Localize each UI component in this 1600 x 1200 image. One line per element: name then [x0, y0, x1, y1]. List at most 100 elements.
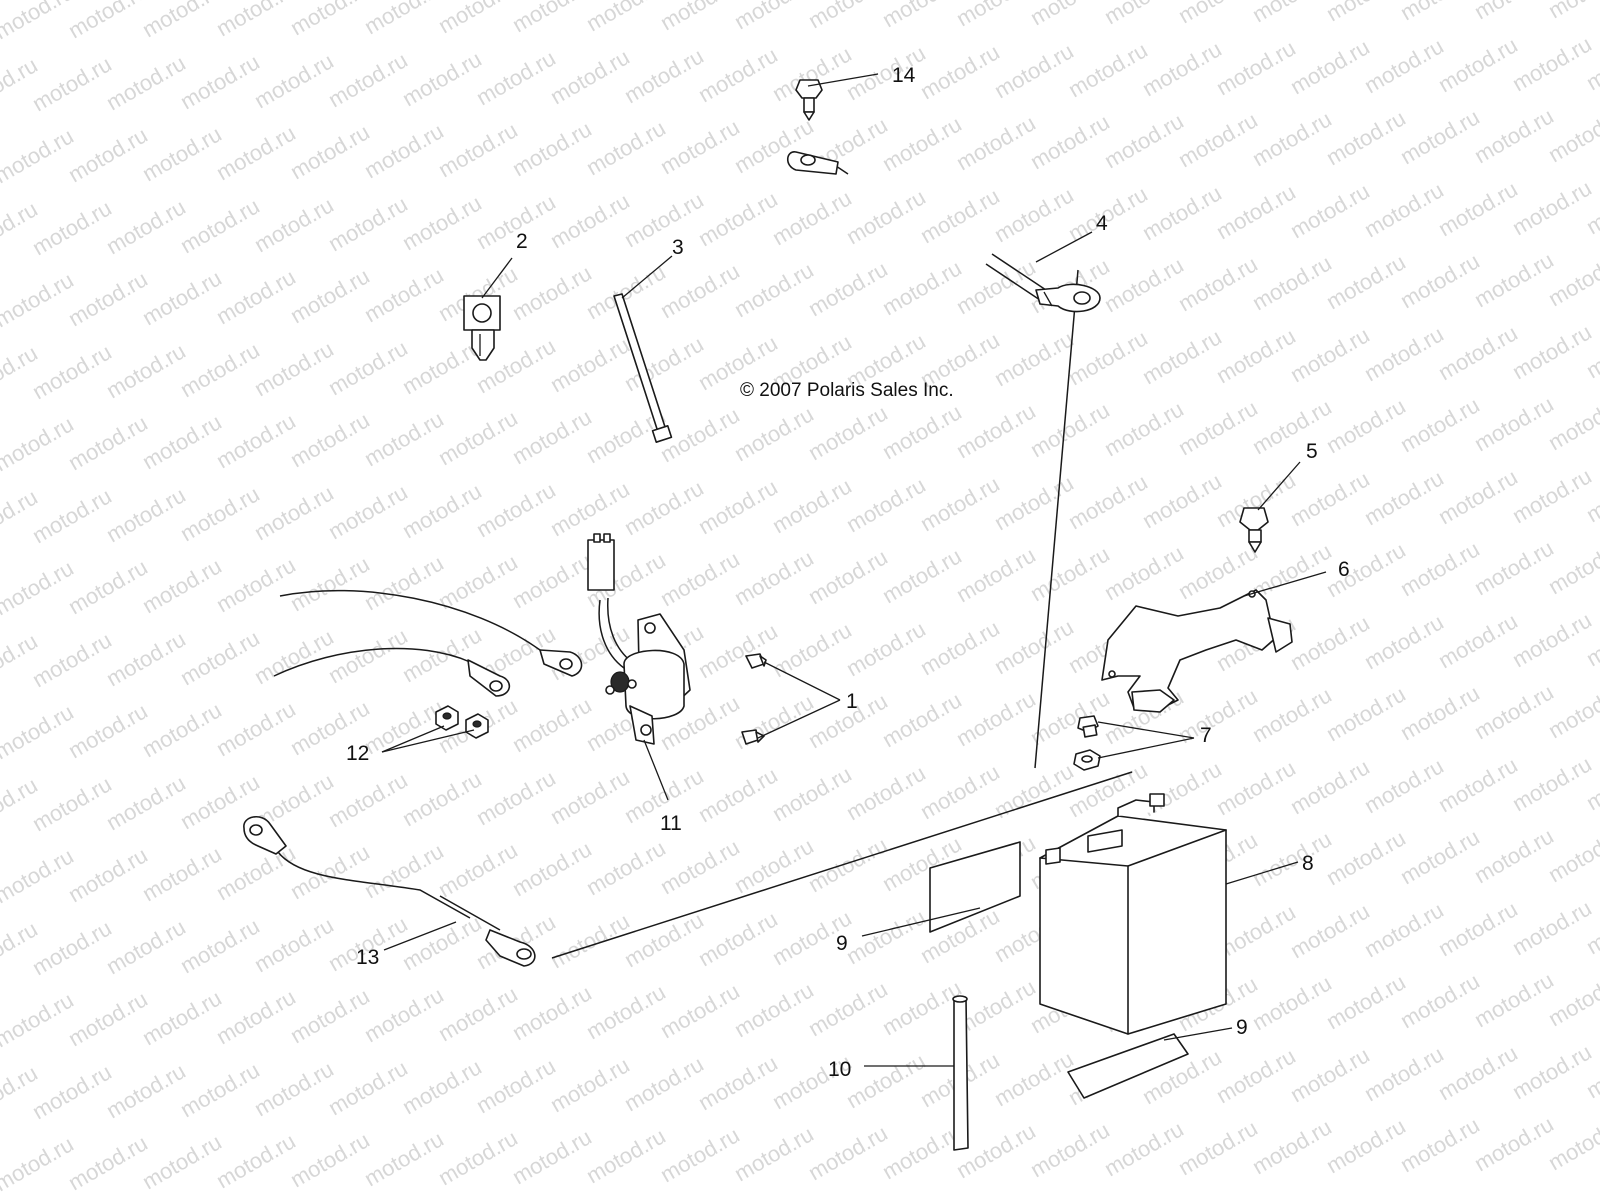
watermark-text: motod.ru: [0, 123, 78, 188]
watermark-text: motod.ru: [1322, 825, 1410, 890]
watermark-text: motod.ru: [1360, 321, 1448, 386]
watermark-text: motod.ru: [1470, 823, 1558, 888]
watermark-text: motod.ru: [1064, 469, 1152, 534]
watermark-text: motod.ru: [360, 0, 448, 39]
watermark-text: motod.ru: [286, 407, 374, 472]
copyright-notice: © 2007 Polaris Sales Inc.: [740, 380, 954, 401]
watermark-text: motod.ru: [1360, 465, 1448, 530]
ring-terminal-lower: [467, 659, 511, 697]
screw-1-lower: [741, 729, 765, 745]
watermark-text: motod.ru: [250, 480, 338, 545]
watermark-text: motod.ru: [434, 837, 522, 902]
harness-wire-lower: [273, 647, 471, 677]
watermark-text: motod.ru: [138, 1129, 226, 1194]
watermark-text: motod.ru: [1360, 897, 1448, 962]
callout-9-upper: 9: [836, 932, 848, 955]
watermark-text: motod.ru: [472, 477, 560, 542]
watermark-text: motod.ru: [1322, 1113, 1410, 1178]
watermark-text: motod.ru: [656, 114, 744, 179]
watermark-text: motod.ru: [398, 1054, 486, 1119]
watermark-text: motod.ru: [990, 1046, 1078, 1111]
watermark-text: motod.ru: [324, 191, 412, 256]
watermark-text: motod.ru: [324, 47, 412, 112]
watermark-text: motod.ru: [1248, 394, 1336, 459]
watermark-text: motod.ru: [656, 1122, 744, 1187]
watermark-text: motod.ru: [64, 698, 152, 763]
callout-14: 14: [892, 64, 916, 87]
watermark-text: motod.ru: [620, 1051, 708, 1116]
battery-cable-long-2: [1034, 269, 1079, 769]
callout-6: 6: [1338, 558, 1350, 581]
watermark-text: motod.ru: [804, 256, 892, 321]
cable-13-wire-b: [439, 895, 501, 931]
watermark-text: motod.ru: [176, 913, 264, 978]
watermark-text: motod.ru: [1322, 969, 1410, 1034]
watermark-text: motod.ru: [212, 984, 300, 1049]
watermark-text: motod.ru: [64, 266, 152, 331]
watermark-text: motod.ru: [286, 983, 374, 1048]
watermark-text: motod.ru: [1508, 607, 1596, 672]
cable-13-end-upper: [243, 816, 287, 855]
watermark-text: motod.ru: [952, 254, 1040, 319]
watermark-text: motod.ru: [176, 625, 264, 690]
watermark-text: motod.ru: [1396, 536, 1484, 601]
callout-10: 10: [828, 1058, 851, 1081]
watermark-text: motod.ru: [1322, 537, 1410, 602]
watermark-text: motod.ru: [434, 117, 522, 182]
watermark-text: motod.ru: [546, 332, 634, 397]
watermark-text: motod.ru: [1286, 322, 1374, 387]
watermark-text: motod.ru: [1026, 109, 1114, 174]
watermark-text: motod.ru: [1470, 247, 1558, 312]
solenoid-harness: [598, 599, 625, 669]
watermark-text: motod.ru: [1138, 180, 1226, 245]
cable-13-end-lower: [485, 929, 536, 967]
watermark-text: motod.ru: [916, 39, 1004, 104]
watermark-text: motod.ru: [324, 767, 412, 832]
watermark-text: motod.ru: [804, 976, 892, 1041]
watermark-text: motod.ru: [952, 110, 1040, 175]
watermark-text: motod.ru: [1508, 463, 1596, 528]
watermark-text: motod.ru: [1434, 752, 1522, 817]
watermark-text: motod.ru: [1434, 464, 1522, 529]
watermark-text: motod.ru: [508, 1124, 596, 1189]
watermark-text: motod.ru: [804, 832, 892, 897]
starter-solenoid-11: [587, 533, 691, 745]
watermark-text: motod.ru: [546, 476, 634, 541]
watermark-text: motod.ru: [1100, 540, 1188, 605]
watermark-text: motod.ru: [28, 627, 116, 692]
watermark-text: motod.ru: [990, 182, 1078, 247]
watermark-text: motod.ru: [360, 1126, 448, 1191]
watermark-text: motod.ru: [1064, 37, 1152, 102]
battery-bracket-6: [1101, 589, 1293, 713]
callout-labels: 14 2 3 4 5 6 7 8 9 9 10 11 12 13 1: [346, 64, 1350, 1081]
watermark-text: motod.ru: [878, 687, 966, 752]
watermark-text: motod.ru: [360, 550, 448, 615]
harness-wire-upper: [279, 589, 559, 669]
watermark-text: motod.ru: [1508, 1039, 1596, 1104]
watermark-text: motod.ru: [694, 762, 782, 827]
watermark-text: motod.ru: [250, 912, 338, 977]
callout-11: 11: [660, 812, 682, 835]
watermark-text: motod.ru: [1174, 683, 1262, 748]
watermark-text: motod.ru: [842, 760, 930, 825]
watermark-text: motod.ru: [1138, 324, 1226, 389]
watermark-text: motod.ru: [730, 0, 818, 34]
watermark-text: motod.ru: [1212, 323, 1300, 388]
watermark-text: motod.ru: [842, 184, 930, 249]
watermark-text: motod.ru: [64, 1130, 152, 1195]
watermark-text: motod.ru: [508, 0, 596, 37]
watermark-text: motod.ru: [28, 483, 116, 548]
watermark-text: motod.ru: [360, 406, 448, 471]
watermark-text: motod.ru: [28, 915, 116, 980]
watermark-text: motod.ru: [360, 262, 448, 327]
watermark-text: motod.ru: [952, 0, 1040, 31]
callout-3: 3: [672, 236, 684, 259]
watermark-text: motod.ru: [1470, 679, 1558, 744]
callout-13: 13: [356, 946, 379, 969]
watermark-text: motod.ru: [508, 836, 596, 901]
watermark-text: motod.ru: [176, 193, 264, 258]
cable-4-end: [1035, 283, 1101, 313]
watermark-text: motod.ru: [546, 44, 634, 109]
cable-13-wire: [277, 851, 471, 919]
watermark-text: motod.ru: [1026, 397, 1114, 462]
